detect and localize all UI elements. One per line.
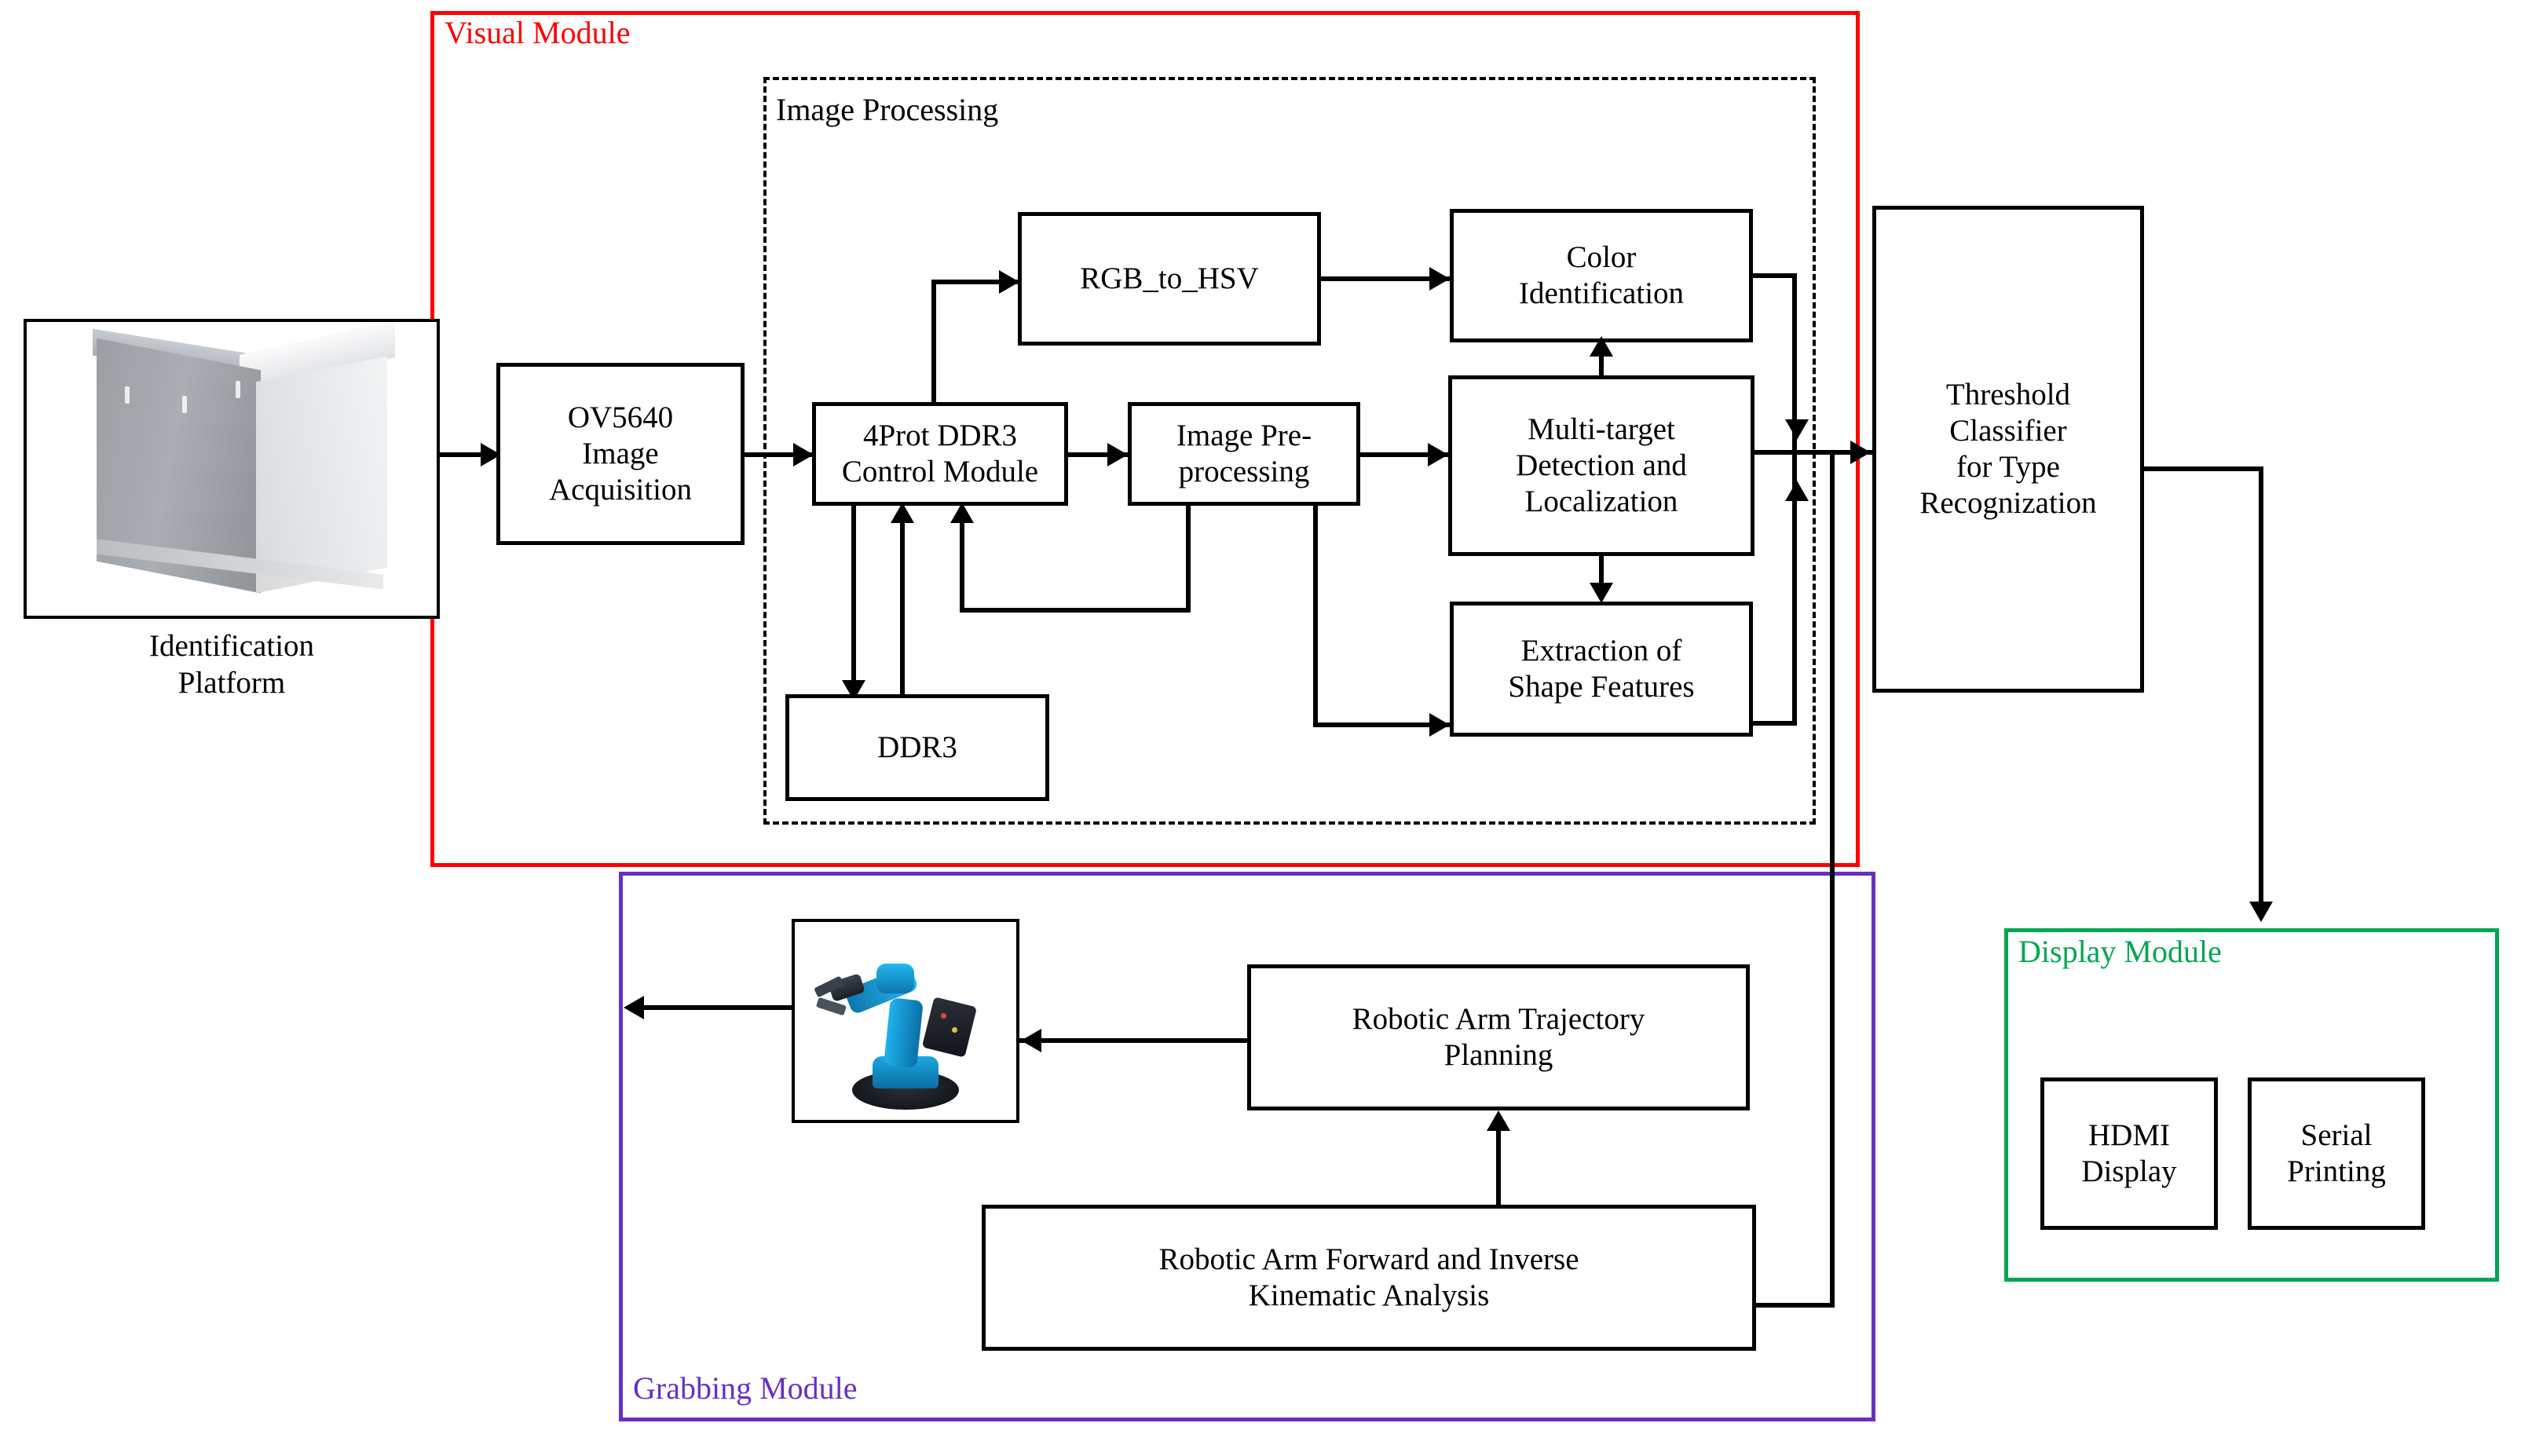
shape-line-2: Shape Features bbox=[1508, 670, 1695, 704]
colorid-line-2: Identification bbox=[1518, 276, 1685, 310]
robotic-arm-photo-art bbox=[795, 922, 1016, 1120]
arrowhead-threshold-to-display bbox=[2249, 902, 2273, 922]
ov5640-line-2: Image bbox=[582, 436, 659, 470]
threshold-line-1: Threshold bbox=[1945, 377, 2071, 412]
connector-arm-to-output bbox=[641, 1005, 793, 1010]
image-processing-group-label: Image Processing bbox=[776, 92, 999, 127]
connector-threshold-to-kinematics-down bbox=[1830, 452, 1835, 1305]
rgbhsv-line-1: RGB_to_HSV bbox=[1080, 261, 1259, 295]
arrowhead-kinematics-to-traj bbox=[1487, 1110, 1510, 1131]
block-4prot-ddr3-control-module: 4Prot DDR3 Control Module bbox=[812, 402, 1068, 506]
block-ddr3: DDR3 bbox=[785, 694, 1049, 801]
grabbing-module-frame bbox=[619, 872, 1875, 1421]
hdmi-line-2: Display bbox=[2081, 1154, 2177, 1188]
connector-traj-to-arm bbox=[1019, 1038, 1247, 1043]
arrowhead-bus-merge-down bbox=[1785, 419, 1809, 440]
bus-shape-up bbox=[1792, 452, 1797, 724]
connector-imagepre-to-shape-down bbox=[1313, 506, 1318, 727]
arrowhead-traj-to-arm bbox=[1021, 1029, 1041, 1052]
bus-colorid-out bbox=[1753, 273, 1797, 278]
kinematics-line-1: Robotic Arm Forward and Inverse bbox=[1158, 1242, 1579, 1276]
connector-ov5640-to-ddr3ctrl bbox=[745, 452, 814, 457]
multitarget-line-2: Detection and bbox=[1516, 448, 1687, 482]
serial-line-2: Printing bbox=[2287, 1154, 2386, 1188]
block-color-identification: Color Identification bbox=[1450, 209, 1753, 342]
serial-line-1: Serial bbox=[2300, 1118, 2373, 1152]
multitarget-line-3: Localization bbox=[1524, 485, 1678, 518]
arrowhead-ov5640-to-ddr3ctrl bbox=[793, 443, 814, 466]
identification-platform-image bbox=[24, 319, 440, 619]
block-extraction-of-shape-features: Extraction of Shape Features bbox=[1450, 602, 1753, 737]
ddr3ctrl-line-2: Control Module bbox=[841, 455, 1039, 488]
ddr3-line-1: DDR3 bbox=[877, 730, 957, 764]
arrowhead-rgbhsv-to-colorid bbox=[1429, 267, 1450, 291]
arrowhead-multitarget-to-shape bbox=[1590, 583, 1613, 603]
bus-multitarget-out bbox=[1754, 450, 1872, 455]
multitarget-line-1: Multi-target bbox=[1528, 412, 1675, 446]
arrowhead-imagepre-to-multitarget bbox=[1428, 443, 1448, 466]
connector-threshold-to-kinematics-left bbox=[1753, 1303, 1835, 1308]
identification-platform-caption: Identification Platform bbox=[148, 629, 315, 700]
arrowhead-multitarget-to-colorid bbox=[1590, 336, 1613, 357]
arrowhead-ddr3-to-ddr3ctrl bbox=[891, 503, 914, 523]
connector-threshold-to-display-right bbox=[2144, 466, 2263, 471]
grabbing-module-label: Grabbing Module bbox=[633, 1370, 858, 1406]
block-rgb-to-hsv: RGB_to_HSV bbox=[1018, 212, 1321, 346]
shape-line-1: Extraction of bbox=[1520, 633, 1682, 668]
colorid-line-1: Color bbox=[1566, 240, 1637, 274]
arrowhead-imagepre-to-shape bbox=[1429, 713, 1450, 737]
visual-module-label: Visual Module bbox=[445, 15, 631, 50]
imagepre-line-1: Image Pre- bbox=[1176, 418, 1312, 452]
connector-imagepre-feedback-up bbox=[960, 510, 964, 611]
connector-ddr3ctrl-to-ddr3-down bbox=[851, 506, 856, 693]
display-module-frame bbox=[2004, 928, 2499, 1282]
connector-multitarget-to-colorid bbox=[1599, 347, 1604, 379]
arrowhead-arm-to-output bbox=[624, 996, 644, 1019]
block-robotic-arm-kinematic-analysis: Robotic Arm Forward and Inverse Kinemati… bbox=[982, 1205, 1756, 1351]
block-hdmi-display: HDMI Display bbox=[2040, 1077, 2218, 1230]
platform-photo-art bbox=[27, 322, 437, 616]
threshold-line-3: for Type bbox=[1956, 450, 2060, 484]
arrowhead-bus-to-threshold bbox=[1850, 441, 1871, 464]
block-serial-printing: Serial Printing bbox=[2248, 1077, 2425, 1230]
block-multi-target-detection-localization: Multi-target Detection and Localization bbox=[1448, 375, 1754, 556]
ov5640-line-3: Acquisition bbox=[549, 473, 692, 507]
connector-ddr3ctrl-to-rgbhsv bbox=[931, 280, 1018, 284]
connector-platform-to-ov5640 bbox=[440, 452, 496, 457]
bus-shape-out bbox=[1753, 721, 1797, 726]
arrowhead-ddr3ctrl-to-imagepre bbox=[1107, 443, 1128, 466]
ddr3ctrl-line-1: 4Prot DDR3 bbox=[862, 418, 1018, 452]
connector-imagepre-feedback-left bbox=[960, 608, 1191, 613]
block-ov5640-image-acquisition: OV5640 Image Acquisition bbox=[496, 363, 745, 545]
hdmi-line-1: HDMI bbox=[2087, 1118, 2170, 1152]
connector-imagepre-to-multitarget bbox=[1360, 452, 1448, 457]
connector-imagepre-to-shape-right bbox=[1313, 723, 1450, 727]
bus-colorid-down bbox=[1792, 273, 1797, 452]
imagepre-line-2: processing bbox=[1178, 455, 1310, 488]
connector-ddr3ctrl-up-riser bbox=[931, 280, 936, 405]
arrowhead-bus-merge-up bbox=[1785, 481, 1809, 501]
kinematics-line-2: Kinematic Analysis bbox=[1248, 1279, 1490, 1312]
arrowhead-imagepre-feedback-to-ddr3ctrl bbox=[950, 503, 974, 523]
connector-ddr3-to-ddr3ctrl-up bbox=[900, 510, 905, 697]
block-image-pre-processing: Image Pre- processing bbox=[1128, 402, 1360, 506]
block-threshold-classifier: Threshold Classifier for Type Recognizat… bbox=[1872, 206, 2144, 693]
arrowhead-ddr3ctrl-to-rgbhsv bbox=[999, 270, 1019, 294]
connector-ddr3ctrl-to-imagepre bbox=[1068, 452, 1128, 457]
display-module-label: Display Module bbox=[2018, 934, 2222, 969]
ov5640-line-1: OV5640 bbox=[567, 400, 674, 434]
robotic-arm-image bbox=[792, 919, 1019, 1123]
connector-rgbhsv-to-colorid bbox=[1321, 276, 1450, 281]
connector-threshold-to-display-down bbox=[2259, 466, 2263, 913]
threshold-line-2: Classifier bbox=[1949, 413, 2067, 448]
connector-multitarget-to-shape bbox=[1599, 556, 1604, 587]
connector-kinematics-to-traj bbox=[1496, 1121, 1501, 1206]
threshold-line-4: Recognization bbox=[1919, 486, 2097, 521]
traj-line-2: Planning bbox=[1443, 1038, 1553, 1072]
connector-imagepre-feedback-down bbox=[1186, 506, 1191, 613]
traj-line-1: Robotic Arm Trajectory bbox=[1352, 1001, 1645, 1036]
block-robotic-arm-trajectory-planning: Robotic Arm Trajectory Planning bbox=[1247, 964, 1750, 1110]
